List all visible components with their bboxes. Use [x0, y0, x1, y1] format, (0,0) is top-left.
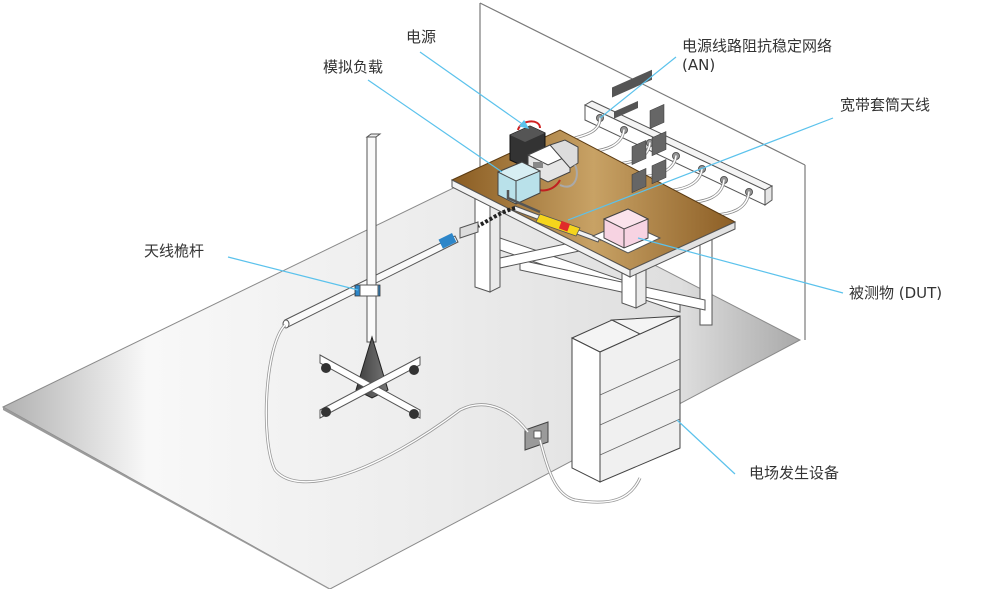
callout-field-generator	[676, 419, 736, 475]
label-dut: 被测物 (DUT)	[849, 284, 943, 302]
dut	[591, 208, 662, 254]
label-power-supply: 电源	[406, 28, 437, 46]
label-lisn: 电源线路阻抗稳定网络 (AN)	[682, 37, 833, 74]
lisn-rail	[573, 100, 774, 217]
label-artificial-load: 模拟负载	[323, 58, 384, 76]
callout-artificial-load	[367, 79, 503, 173]
cables	[264, 323, 642, 504]
label-antenna-mast: 天线桅杆	[144, 242, 205, 260]
antenna-mast-stand	[282, 133, 459, 419]
callout-dut	[637, 237, 844, 294]
artificial-load	[496, 161, 542, 214]
label-broadband-antenna: 宽带套筒天线	[840, 96, 931, 114]
label-field-generator: 电场发生设备	[749, 464, 840, 482]
callout-lines	[227, 51, 844, 475]
callout-power-supply	[419, 51, 529, 129]
callout-broadband-antenna	[567, 117, 834, 221]
callout-antenna-mast	[227, 256, 359, 291]
antenna-cable	[459, 206, 516, 239]
callout-lisn	[599, 56, 677, 119]
field-generator-rack	[570, 69, 681, 483]
callout-power-supply-arrow	[518, 119, 530, 129]
